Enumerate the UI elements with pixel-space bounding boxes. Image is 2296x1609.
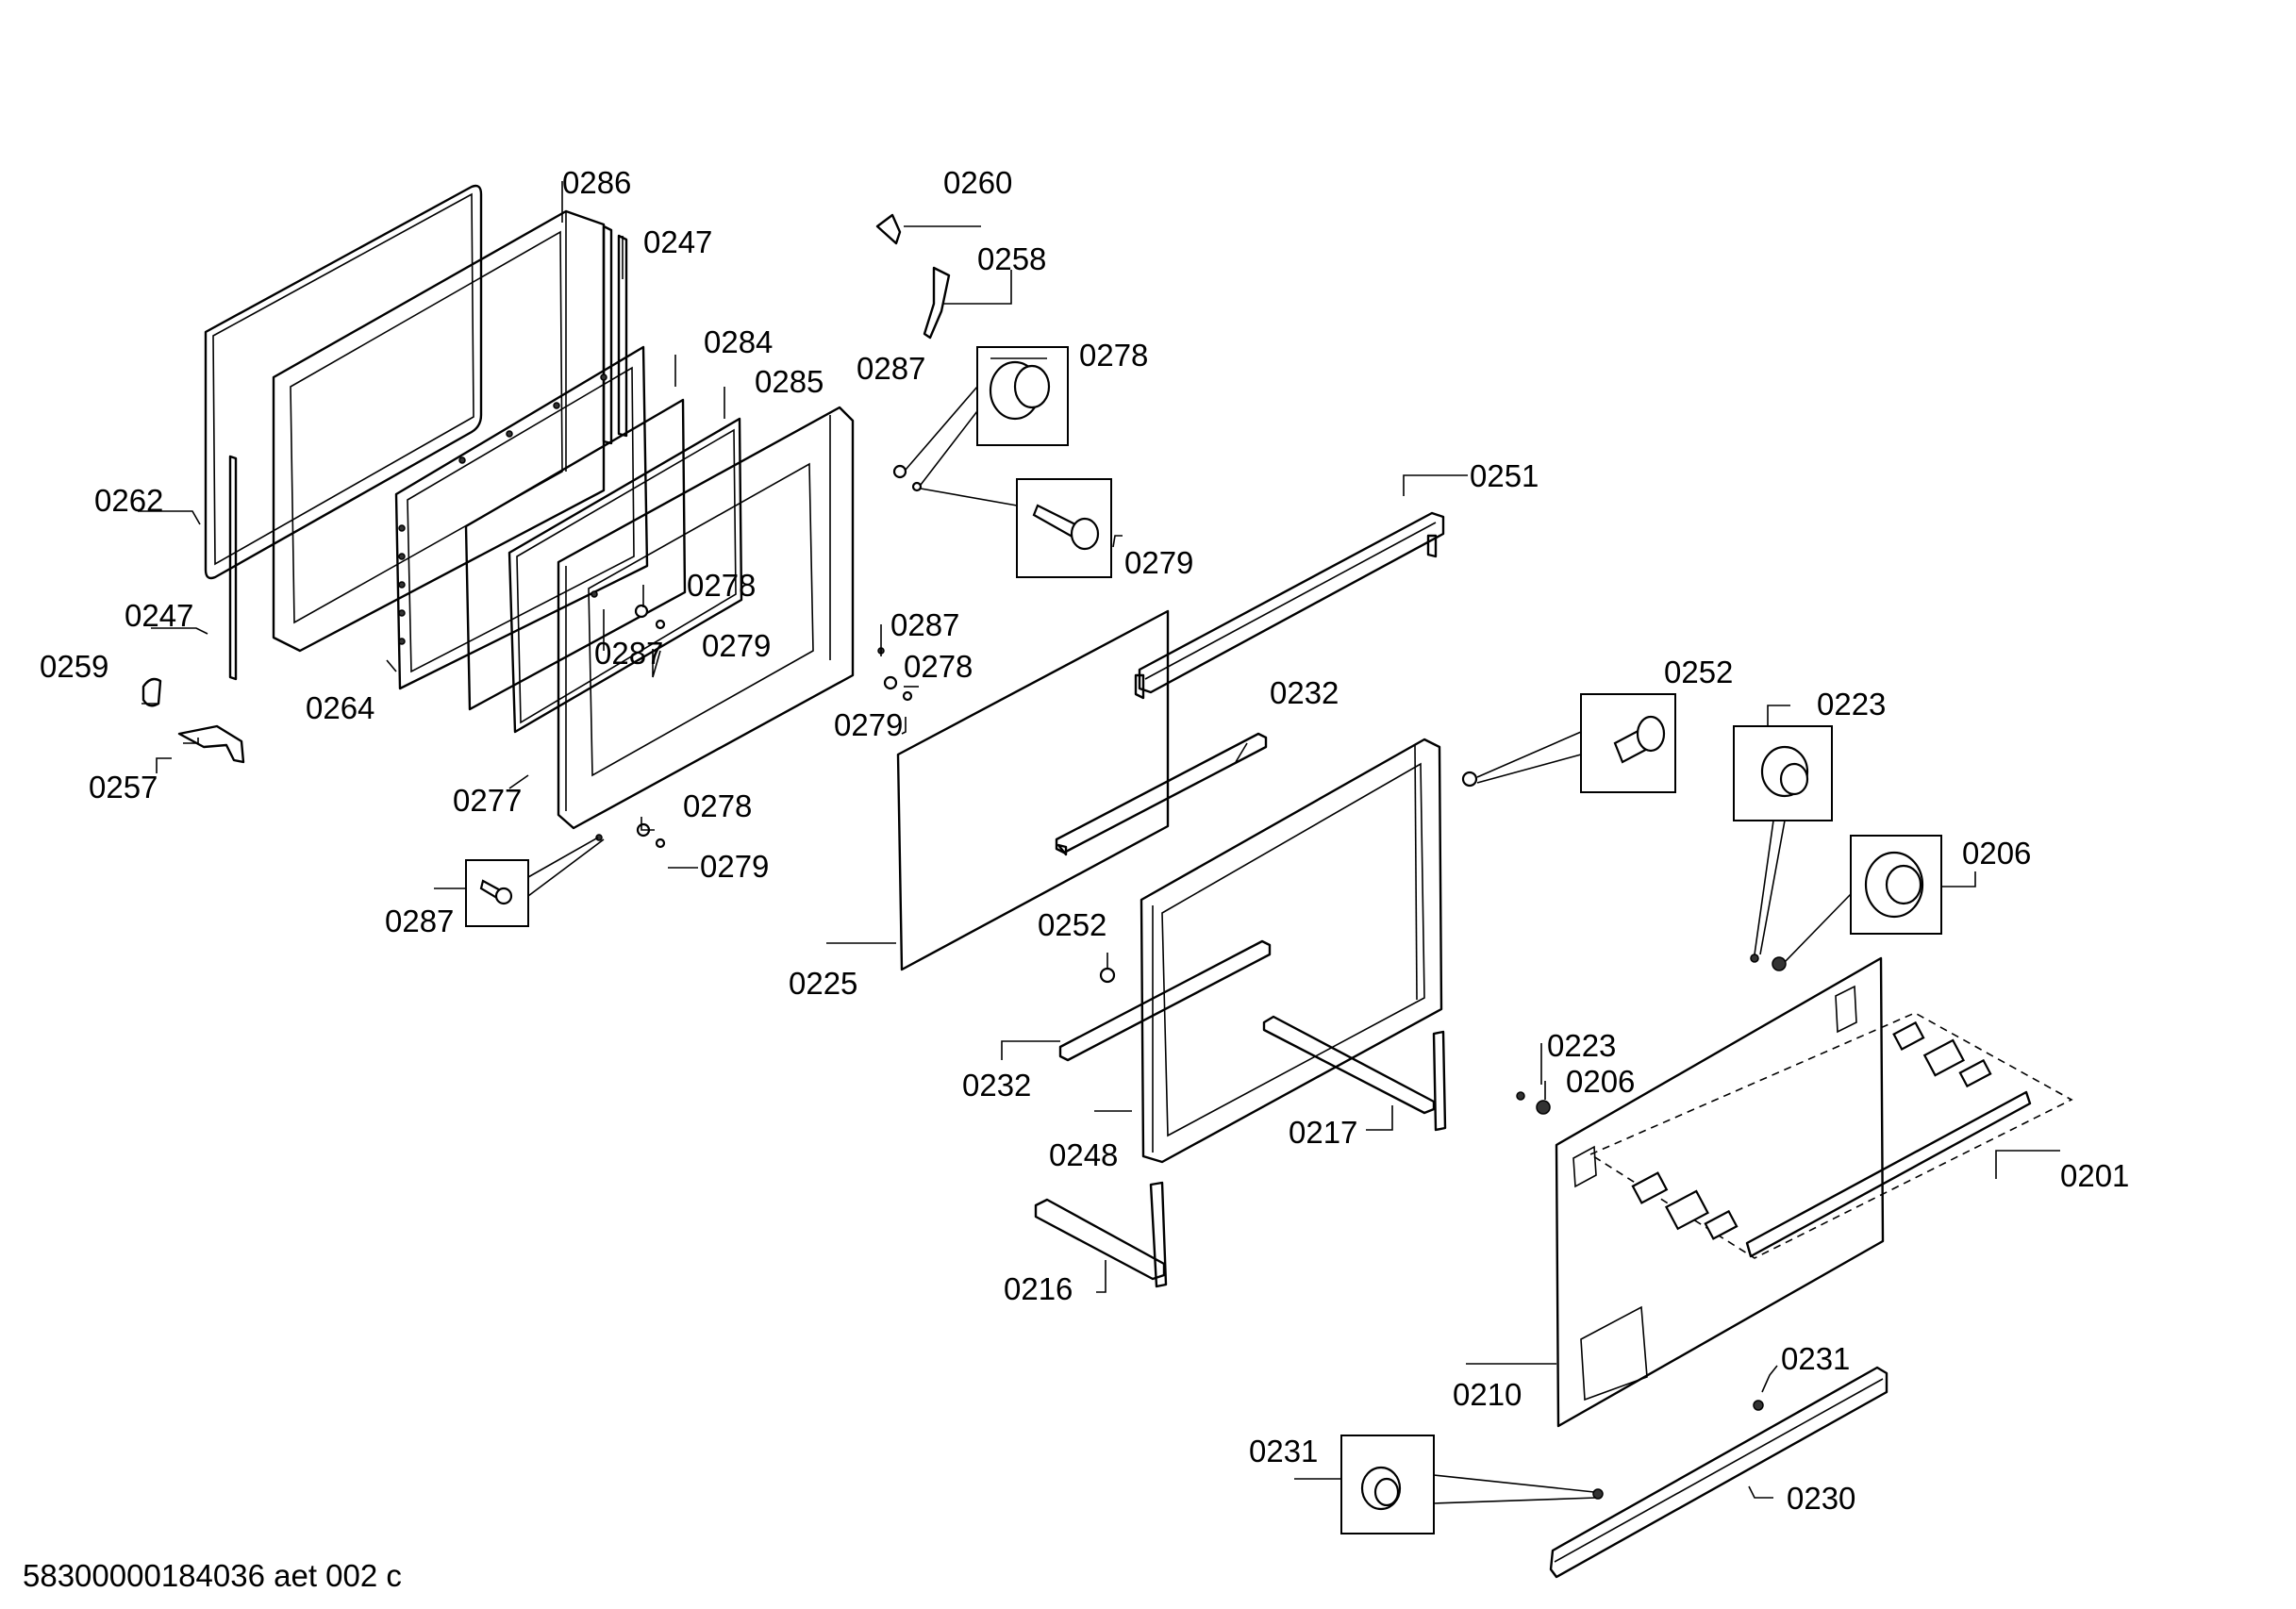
label-0278-top: 0278 <box>1079 338 1148 373</box>
part-0232-upper-rail <box>1055 732 1268 856</box>
label-0287-mid: 0287 <box>890 607 959 642</box>
part-0258-bracket <box>923 266 951 340</box>
label-0279-door: 0279 <box>702 628 771 663</box>
leader-lines <box>138 181 2060 1499</box>
detail-box-0206 <box>1784 835 1942 963</box>
label-0258: 0258 <box>977 241 1046 276</box>
control-panel-knobs <box>1516 954 1787 1115</box>
part-0201-electronics-module <box>1589 1012 2073 1259</box>
label-0201: 0201 <box>2060 1158 2129 1193</box>
part-0262-outer-glass <box>204 184 483 580</box>
detail-box-0278-top <box>905 346 1069 486</box>
document-id: 58300000184036 aet 002 c <box>23 1558 402 1593</box>
part-0210-control-panel <box>1555 956 1885 1428</box>
label-0257: 0257 <box>89 770 158 804</box>
label-0284: 0284 <box>704 324 773 359</box>
label-0251: 0251 <box>1470 458 1539 493</box>
label-0247-left: 0247 <box>125 598 193 633</box>
label-0217: 0217 <box>1289 1115 1357 1150</box>
label-0247-top: 0247 <box>643 224 712 259</box>
label-0216: 0216 <box>1004 1271 1073 1306</box>
label-0287-top: 0287 <box>857 351 925 386</box>
label-0287-door: 0287 <box>594 636 663 671</box>
part-0257-hinge <box>177 724 245 764</box>
label-0248: 0248 <box>1049 1137 1118 1172</box>
part-0230-bottom-trim <box>1549 1366 1888 1579</box>
part-0232-lower-rail <box>1058 939 1272 1062</box>
label-0223-left: 0223 <box>1547 1028 1616 1063</box>
label-0279-top: 0279 <box>1124 545 1193 580</box>
label-0260: 0260 <box>943 165 1012 200</box>
label-0252-right: 0252 <box>1664 655 1733 689</box>
part-0260-bracket <box>875 213 902 245</box>
small-fasteners-door <box>591 464 923 849</box>
label-0278-mid: 0278 <box>904 649 973 684</box>
detail-box-0252 <box>1476 693 1676 793</box>
label-0264: 0264 <box>306 690 374 725</box>
part-0277-inner-door-frame <box>557 406 855 830</box>
label-0231-left: 0231 <box>1249 1434 1318 1468</box>
label-0286: 0286 <box>562 165 631 200</box>
part-0248-cavity-frame <box>1140 738 1443 1164</box>
label-0225: 0225 <box>789 966 857 1001</box>
label-0278-door: 0278 <box>687 568 756 603</box>
part-0251-top-rail <box>1134 511 1445 700</box>
label-0285: 0285 <box>755 364 824 399</box>
part-0217-bracket <box>1262 1015 1447 1132</box>
detail-box-0287 <box>465 837 605 927</box>
label-0262: 0262 <box>94 483 163 518</box>
detail-box-0279-top <box>920 478 1112 578</box>
label-0232-lower: 0232 <box>962 1068 1031 1103</box>
part-0264-inner-panel <box>394 345 649 690</box>
label-0206-left: 0206 <box>1566 1064 1635 1099</box>
detail-box-0223 <box>1733 725 1833 955</box>
label-0232-upper: 0232 <box>1270 675 1339 710</box>
label-0206-right: 0206 <box>1962 836 2031 871</box>
label-0277: 0277 <box>453 783 522 818</box>
part-number-labels: 0286 0247 0260 0258 0284 0285 0278 0287 … <box>40 165 2129 1516</box>
part-0284-glass <box>464 398 687 711</box>
label-0210: 0210 <box>1453 1377 1522 1412</box>
label-0230: 0230 <box>1787 1481 1855 1516</box>
label-0231-right: 0231 <box>1781 1341 1850 1376</box>
label-0223-right: 0223 <box>1817 687 1886 722</box>
part-0259-clip <box>141 677 162 707</box>
part-0252-knob-small <box>1099 771 1478 984</box>
label-0252-left: 0252 <box>1038 907 1106 942</box>
part-0286-door-frame <box>272 209 606 653</box>
part-0216-bracket <box>1034 1181 1168 1288</box>
label-0279-mid: 0279 <box>834 707 903 742</box>
label-0259: 0259 <box>40 649 108 684</box>
label-0278-bottom: 0278 <box>683 788 752 823</box>
label-0279-bottom: 0279 <box>700 849 769 884</box>
part-0285-glass <box>507 417 743 734</box>
label-0287-bottom: 0287 <box>385 904 454 938</box>
part-0225-glass-panel <box>896 609 1170 971</box>
detail-box-0231 <box>1340 1435 1597 1534</box>
